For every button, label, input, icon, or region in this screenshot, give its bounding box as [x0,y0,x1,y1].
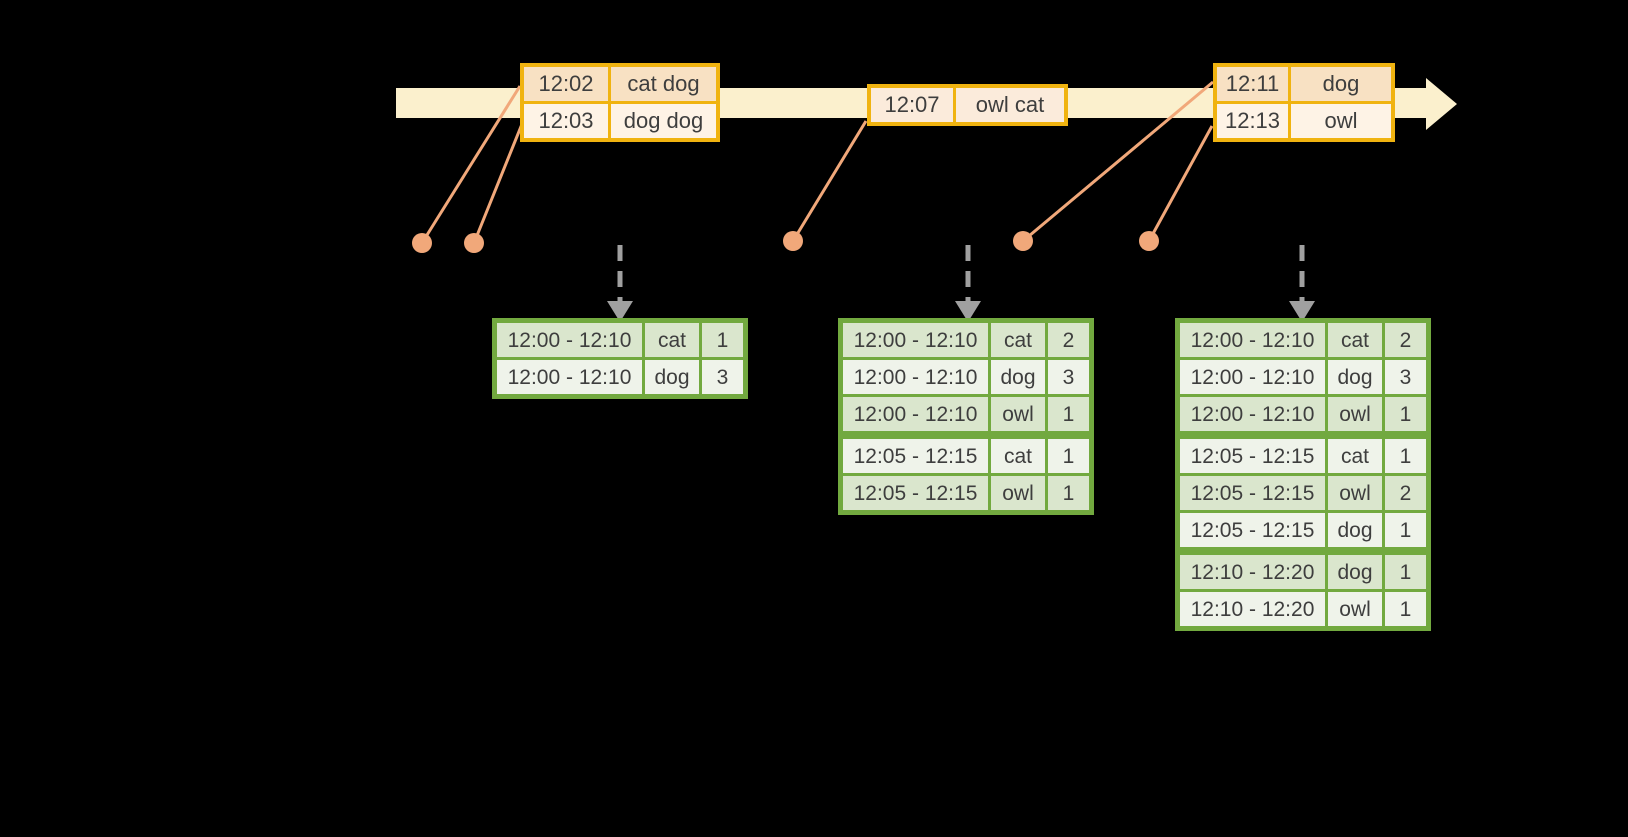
trigger-arrow [607,245,633,322]
result-count-cell: 1 [1048,397,1089,431]
result-window-cell: 12:00 - 12:10 [497,323,642,357]
event-line [472,123,524,244]
trigger-arrows [607,245,1315,322]
event-words-cell: owl cat [956,88,1064,122]
result-window-cell: 12:05 - 12:15 [1180,513,1325,547]
result-word-cell: dog [1328,513,1382,547]
result-word-cell: dog [645,360,699,394]
event-line [420,85,522,244]
event-dot [412,233,432,253]
result-word-cell: cat [1328,439,1382,473]
result-word-cell: dog [1328,360,1382,394]
event-line [1147,125,1214,242]
result-count-cell: 3 [1385,360,1426,394]
event-dot [1139,231,1159,251]
result-word-cell: cat [991,439,1045,473]
result-word-cell: owl [1328,397,1382,431]
result-word-cell: cat [991,323,1045,357]
result-count-cell: 1 [1048,476,1089,510]
result-count-cell: 1 [1385,555,1426,589]
result-count-cell: 1 [1385,513,1426,547]
result-count-cell: 1 [1385,592,1426,626]
result-window-cell: 12:05 - 12:15 [1180,439,1325,473]
trigger-arrow [1289,245,1315,322]
result-count-cell: 1 [1048,439,1089,473]
result-count-cell: 1 [1385,439,1426,473]
event-time-cell: 12:07 [871,88,953,122]
result-window-cell: 12:10 - 12:20 [1180,555,1325,589]
result-window-cell: 12:00 - 12:10 [843,397,988,431]
event-time-cell: 12:11 [1217,67,1288,101]
result-word-cell: cat [1328,323,1382,357]
event-words-cell: owl [1291,104,1391,138]
result-window-cell: 12:05 - 12:15 [1180,476,1325,510]
result-window-cell: 12:10 - 12:20 [1180,592,1325,626]
result-word-cell: owl [991,476,1045,510]
event-line [1022,80,1214,243]
event-dot [464,233,484,253]
result-count-cell: 3 [702,360,743,394]
event-words-cell: dog [1291,67,1391,101]
event-dots [412,231,1159,253]
result-window-cell: 12:00 - 12:10 [1180,323,1325,357]
result-word-cell: cat [645,323,699,357]
result-count-cell: 2 [1385,476,1426,510]
result-count-cell: 1 [702,323,743,357]
event-words-cell: cat dog [611,67,716,101]
result-window-cell: 12:05 - 12:15 [843,439,988,473]
event-time-cell: 12:03 [524,104,608,138]
result-count-cell: 2 [1048,323,1089,357]
result-word-cell: owl [1328,592,1382,626]
result-count-cell: 1 [1385,397,1426,431]
event-time-cell: 12:13 [1217,104,1288,138]
result-window-cell: 12:00 - 12:10 [843,323,988,357]
result-word-cell: dog [1328,555,1382,589]
result-window-cell: 12:00 - 12:10 [843,360,988,394]
result-word-cell: owl [991,397,1045,431]
event-words-cell: dog dog [611,104,716,138]
event-line [791,120,868,242]
event-leader-lines [420,80,1214,244]
result-window-cell: 12:00 - 12:10 [1180,360,1325,394]
result-window-cell: 12:00 - 12:10 [497,360,642,394]
result-count-cell: 2 [1385,323,1426,357]
trigger-arrow [955,245,981,322]
result-word-cell: dog [991,360,1045,394]
event-dot [1013,231,1033,251]
result-word-cell: owl [1328,476,1382,510]
result-window-cell: 12:00 - 12:10 [1180,397,1325,431]
event-time-cell: 12:02 [524,67,608,101]
result-count-cell: 3 [1048,360,1089,394]
event-dot [783,231,803,251]
result-window-cell: 12:05 - 12:15 [843,476,988,510]
